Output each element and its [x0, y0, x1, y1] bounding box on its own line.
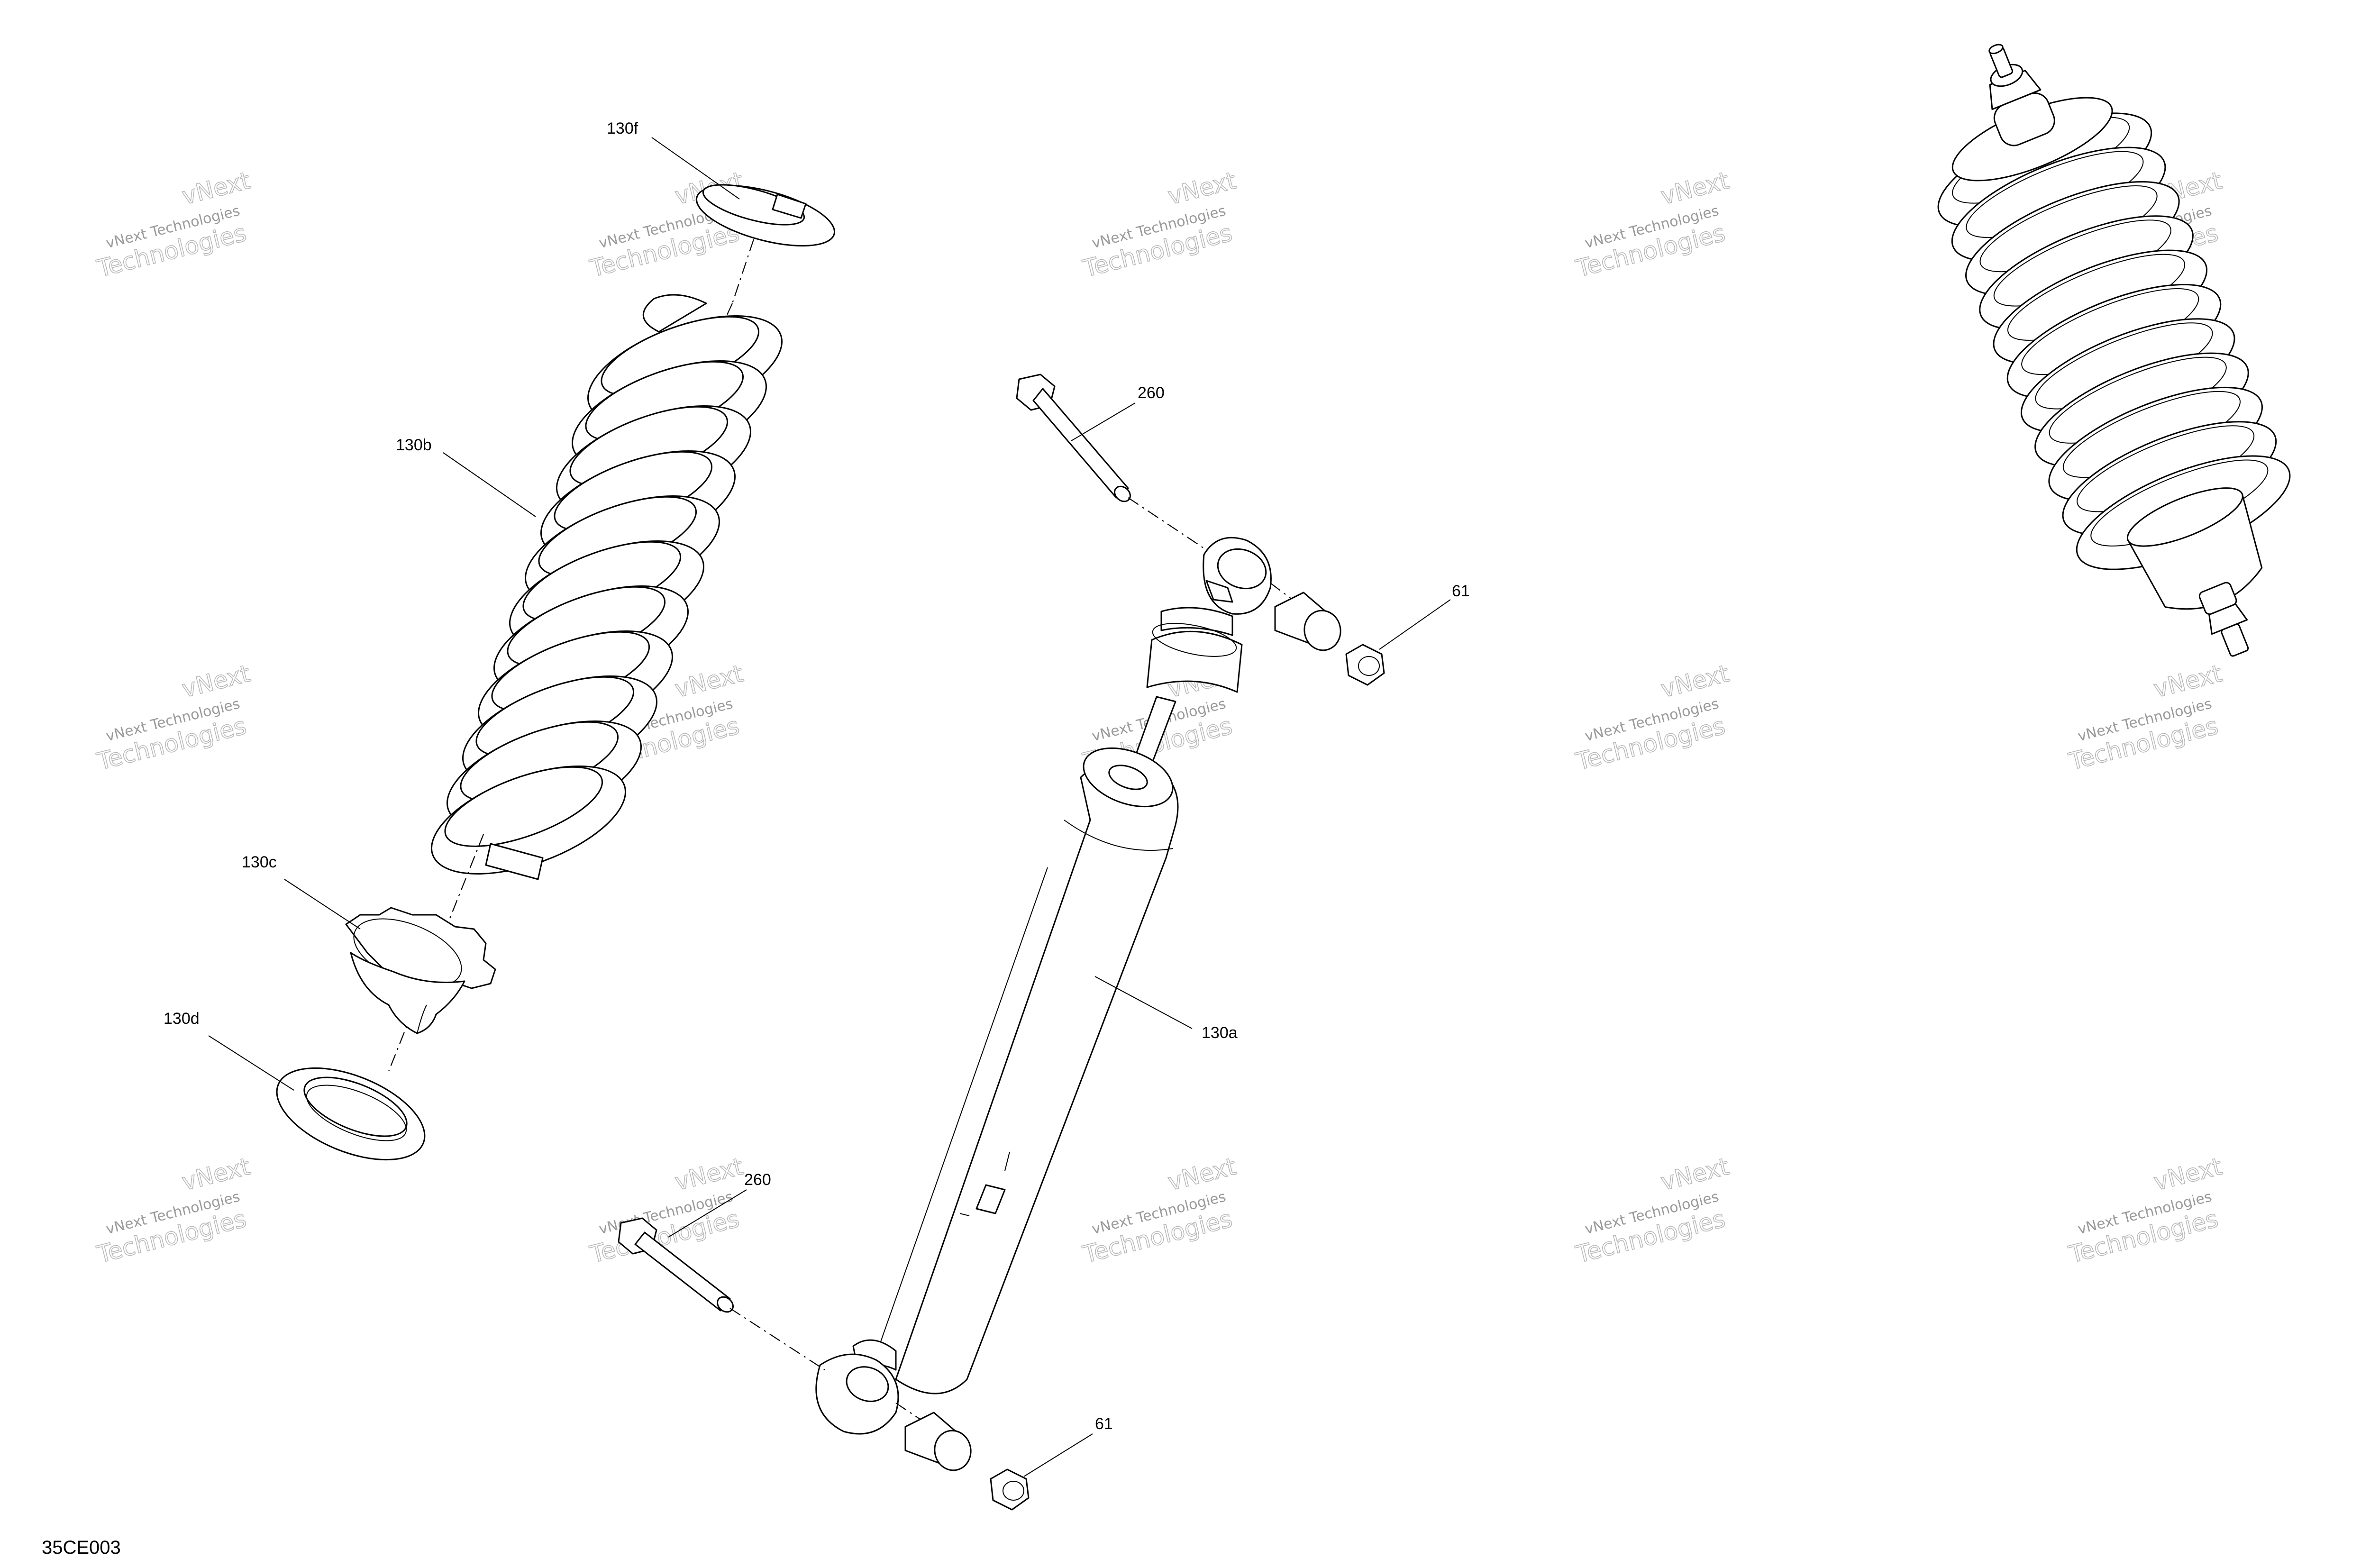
lower-bolt-part	[618, 1217, 825, 1370]
callout-labels: 130f 130b 130c 130d 260 61 130a 260 61	[164, 119, 1470, 1433]
callout-label: 130c	[242, 853, 277, 871]
callout-label: 130f	[607, 119, 638, 137]
watermark-logo: vNext	[1658, 167, 1732, 210]
watermark-logo: vNext	[179, 1153, 253, 1196]
callout-label: 130d	[164, 1010, 200, 1028]
leader-lines	[208, 137, 1451, 1477]
callout-label: 260	[744, 1171, 771, 1189]
callout-label: 61	[1095, 1415, 1113, 1433]
watermark-logo: vNext	[2151, 1153, 2225, 1196]
callout-label: 130a	[1202, 1024, 1238, 1042]
diagram-reference-code: 35CE003	[42, 1537, 121, 1558]
spring-retainer-part	[695, 184, 836, 304]
callout-label: 130b	[396, 436, 432, 454]
watermark-logo: vNext	[1165, 167, 1239, 210]
lower-seat-ring-part	[276, 1067, 426, 1161]
upper-bolt-part	[1016, 374, 1214, 555]
lower-nut-part	[990, 1468, 1030, 1511]
lower-bushing-part	[895, 1403, 972, 1471]
watermark-logo: vNext	[1165, 1153, 1239, 1196]
coil-spring-part	[431, 294, 783, 880]
assembled-shock-view	[1937, 44, 2291, 657]
callout-label: 260	[1138, 384, 1165, 402]
callout-label: 61	[1452, 582, 1470, 600]
watermark-logo: vNext	[2151, 660, 2225, 703]
watermark-logo: vNext	[1658, 660, 1732, 703]
watermark-logo: vNext	[672, 1153, 746, 1196]
watermark-logo: vNext	[1658, 1153, 1732, 1196]
watermark-logo: vNext	[179, 167, 253, 210]
upper-nut-part	[1345, 644, 1385, 686]
watermark-logo: vNext	[179, 660, 253, 703]
watermark-logo: vNext	[672, 660, 746, 703]
shock-absorber-part	[815, 537, 1272, 1435]
upper-bushing-part	[1270, 583, 1341, 651]
spring-seat-part	[345, 834, 496, 1072]
spring-coil	[431, 766, 626, 875]
